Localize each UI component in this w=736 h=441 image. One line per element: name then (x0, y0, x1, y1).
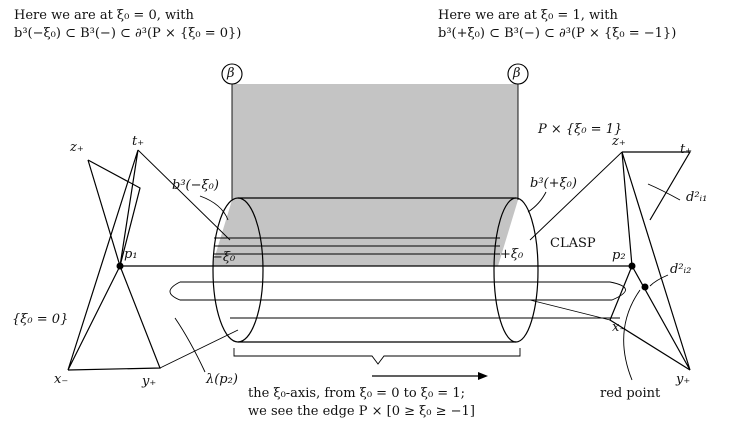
header-right-line2: b³(+ξ₀) ⊂ B³(−) ⊂ ∂³(P × {ξ₀ = −1}) (438, 26, 677, 41)
axis-arrow-head (478, 372, 488, 380)
label-clasp: CLASP (550, 236, 596, 251)
label-p2: p₂ (612, 248, 626, 263)
label-red-point: red point (600, 386, 661, 401)
axis-brace (233, 348, 521, 365)
cylinder-right-end (493, 197, 539, 343)
label-y-plus-right: y₊ (676, 372, 691, 387)
label-p1: p₁ (124, 247, 138, 262)
lambda-loop (169, 281, 626, 301)
label-minus-xi: −ξ₀ (212, 250, 236, 265)
label-y-plus-left: y₊ (142, 374, 157, 389)
right-triangle-t (622, 151, 692, 221)
label-lambda-p2: λ(p₂) (206, 372, 238, 387)
right-triangle-x (609, 265, 691, 371)
point-red (641, 283, 649, 291)
label-d2-i1: d²ᵢ₁ (686, 190, 708, 205)
right-connector-2 (529, 299, 611, 321)
beta-mark-right: β (513, 66, 521, 81)
arrow-b3-plus (527, 191, 547, 213)
label-z-plus-left: z₊ (70, 140, 84, 155)
label-z-plus-right: z₊ (612, 134, 626, 149)
right-connector-1 (529, 151, 623, 241)
label-t-plus-right: t₊ (680, 142, 693, 157)
label-plus-xi: +ξ₀ (500, 247, 524, 262)
arrow-d2-i1 (647, 183, 681, 201)
beta-circle-left (221, 63, 243, 85)
label-x-minus-left: x₋ (54, 372, 69, 387)
arrow-b3-minus (199, 195, 229, 221)
right-triangle-z (621, 151, 691, 371)
left-triangle-y (67, 265, 161, 371)
label-t-plus-left: t₊ (132, 134, 145, 149)
point-p2 (628, 262, 636, 270)
left-connector-2 (159, 329, 239, 369)
shaded-sheet (212, 84, 518, 266)
left-triangle-t (67, 149, 139, 371)
beta-circle-right (507, 63, 529, 85)
arrow-red-point (623, 289, 641, 381)
header-right-line1: Here we are at ξ₀ = 1, with (438, 8, 618, 23)
label-x-minus-right: x₋ (612, 320, 627, 335)
arrow-lambda (174, 317, 206, 373)
left-connector-1 (137, 149, 231, 241)
arrow-d2-i2 (649, 274, 669, 287)
label-xi0-zero: {ξ₀ = 0} (12, 312, 69, 327)
beta-mark-left: β (227, 66, 235, 81)
footer-line2: we see the edge P × [0 ≥ ξ₀ ≥ −1] (248, 404, 475, 419)
point-p1 (116, 262, 124, 270)
header-left-line2: b³(−ξ₀) ⊂ B³(−) ⊂ ∂³(P × {ξ₀ = 0}) (14, 26, 242, 41)
header-left-line1: Here we are at ξ₀ = 0, with (14, 8, 194, 23)
left-triangle-z (87, 159, 141, 269)
label-b3-plus: b³(+ξ₀) (530, 176, 577, 191)
label-b3-minus: b³(−ξ₀) (172, 178, 219, 193)
label-d2-i2: d²ᵢ₂ (670, 262, 692, 277)
label-p-times: P × {ξ₀ = 1} (538, 122, 623, 137)
footer-line1: the ξ₀-axis, from ξ₀ = 0 to ξ₀ = 1; (248, 386, 465, 401)
